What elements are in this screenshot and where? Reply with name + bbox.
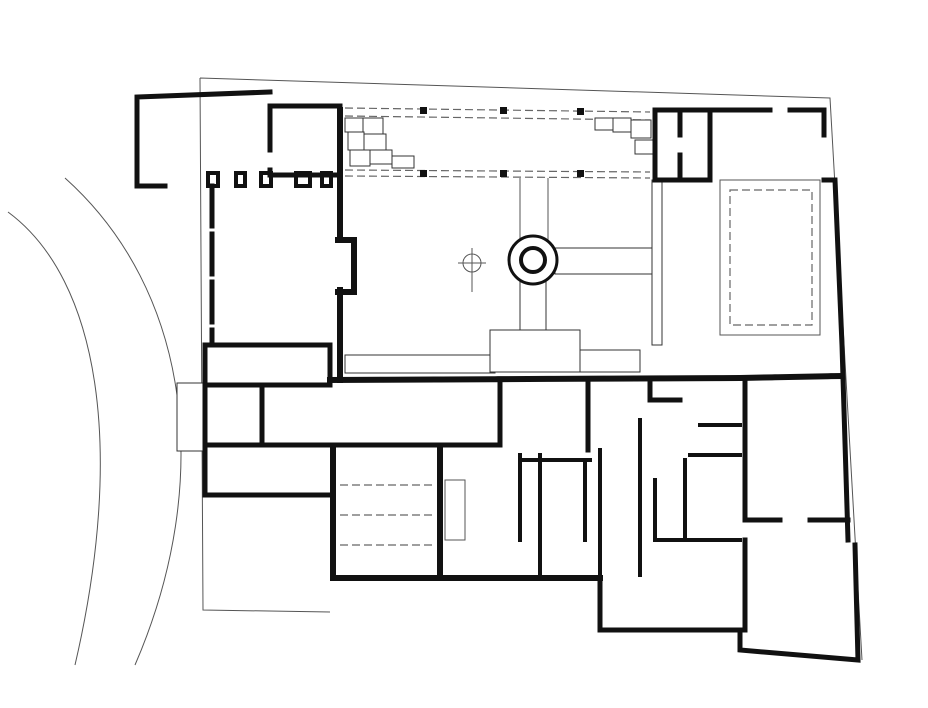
wall-service <box>518 418 742 577</box>
chapel-pews <box>340 484 435 546</box>
wall-top-room <box>267 103 343 178</box>
crosshair-marker <box>458 248 486 292</box>
wall-garage <box>134 89 273 189</box>
wall-east <box>627 177 861 663</box>
inner-court-outer <box>719 179 821 336</box>
fountain-basin <box>519 246 547 274</box>
stone-paving <box>176 117 663 452</box>
wall-east-block <box>597 375 851 633</box>
courtyard-axis <box>519 178 549 240</box>
road-edge-outer <box>7 211 101 666</box>
stair <box>444 479 466 541</box>
column-piers <box>420 107 584 177</box>
wall-main-north <box>326 372 844 384</box>
wall-left-wing-east <box>335 107 357 383</box>
wall-corridor <box>327 377 683 453</box>
wall-left-rooms <box>202 342 333 498</box>
property-line <box>199 77 863 661</box>
wall-top-right <box>652 107 827 183</box>
wall-chapel <box>330 445 603 581</box>
inner-court <box>729 189 813 326</box>
road-edge-inner <box>64 177 182 666</box>
